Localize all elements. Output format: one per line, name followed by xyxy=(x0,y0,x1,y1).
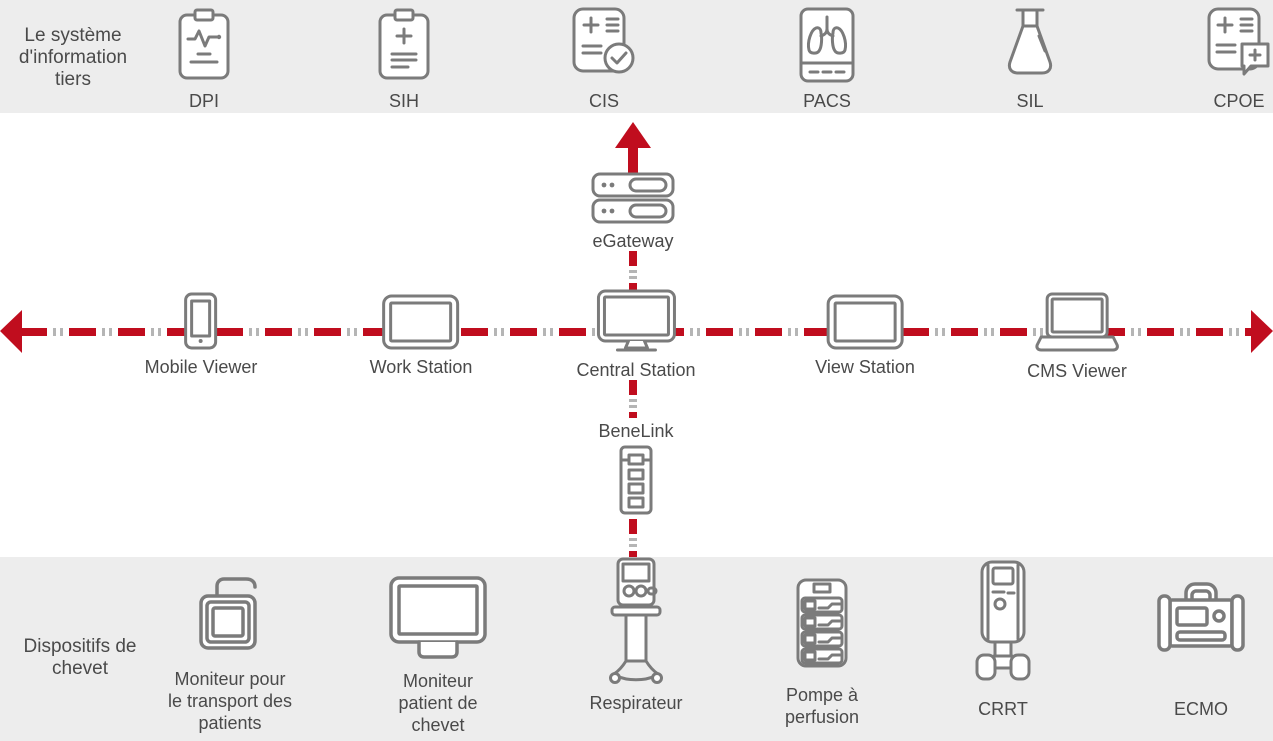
tablet-display-icon xyxy=(382,294,460,350)
central-to-benelink-link xyxy=(629,380,637,418)
ventilator-icon xyxy=(609,557,663,684)
smartphone-icon xyxy=(184,292,218,350)
egateway-label: eGateway xyxy=(592,231,674,251)
device-label: Respirateur xyxy=(589,693,683,713)
device-label: Moniteur pour le transport des patients xyxy=(167,669,293,733)
sil-lab-flask-icon xyxy=(1007,8,1053,75)
bus-arrow-left-icon xyxy=(0,310,22,353)
cpoe-order-entry-icon xyxy=(1207,7,1270,76)
sih-clipboard-plus-icon xyxy=(378,8,430,80)
system-cpoe: CPOE xyxy=(1206,6,1272,112)
egateway-server-icon xyxy=(591,172,675,224)
infusion-pump-stack-icon xyxy=(796,578,848,668)
system-sil: SIL xyxy=(1000,6,1060,112)
cis-document-check-icon xyxy=(572,7,635,74)
bottom-band-title: Dispositifs de chevet xyxy=(23,636,137,679)
top-band-title: Le système d'information tiers xyxy=(18,25,128,90)
system-dpi: DPI xyxy=(174,6,234,112)
station-central-station: Central Station xyxy=(576,289,696,381)
arrow-up-shaft xyxy=(628,147,638,176)
dpi-clipboard-ecg-icon xyxy=(178,8,230,80)
device-label: CRRT xyxy=(978,699,1028,719)
benelink-to-device-link xyxy=(629,519,637,557)
station-label: View Station xyxy=(815,357,915,377)
system-label: CPOE xyxy=(1213,91,1265,111)
bedside-monitor-icon xyxy=(389,576,487,659)
benelink-module-icon xyxy=(619,445,653,515)
system-cis: CIS xyxy=(571,6,637,112)
station-label: Work Station xyxy=(369,357,473,377)
device-label: ECMO xyxy=(1174,699,1228,719)
device-label: Pompe à perfusion xyxy=(784,685,860,727)
arrow-up-to-his-icon xyxy=(615,122,651,148)
system-label: SIL xyxy=(1016,91,1044,111)
pacs-lung-imaging-icon xyxy=(799,7,855,83)
laptop-icon xyxy=(1035,292,1119,352)
station-work-station: Work Station xyxy=(369,294,473,378)
system-label: PACS xyxy=(803,91,851,111)
system-label: SIH xyxy=(388,91,419,111)
desktop-monitor-icon xyxy=(596,289,676,352)
bus-arrow-right-icon xyxy=(1251,310,1273,353)
tablet-display-icon xyxy=(826,294,904,350)
station-label: Central Station xyxy=(576,360,696,380)
station-view-station: View Station xyxy=(815,294,915,378)
crrt-machine-icon xyxy=(975,560,1031,681)
system-pacs: PACS xyxy=(798,6,856,112)
system-sih: SIH xyxy=(374,6,434,112)
station-label: Mobile Viewer xyxy=(144,357,258,377)
device-label: Moniteur patient de chevet xyxy=(398,671,478,735)
station-label: CMS Viewer xyxy=(1027,361,1127,381)
station-mobile-viewer: Mobile Viewer xyxy=(144,292,258,378)
station-cms-viewer: CMS Viewer xyxy=(1027,292,1127,382)
system-label: CIS xyxy=(588,91,619,111)
system-label: DPI xyxy=(188,91,219,111)
egateway: eGateway xyxy=(591,172,675,252)
transport-monitor-icon xyxy=(199,577,257,650)
benelink-label: BeneLink xyxy=(598,421,674,441)
ecmo-machine-icon xyxy=(1157,582,1245,652)
gateway-to-central-link xyxy=(629,251,637,291)
